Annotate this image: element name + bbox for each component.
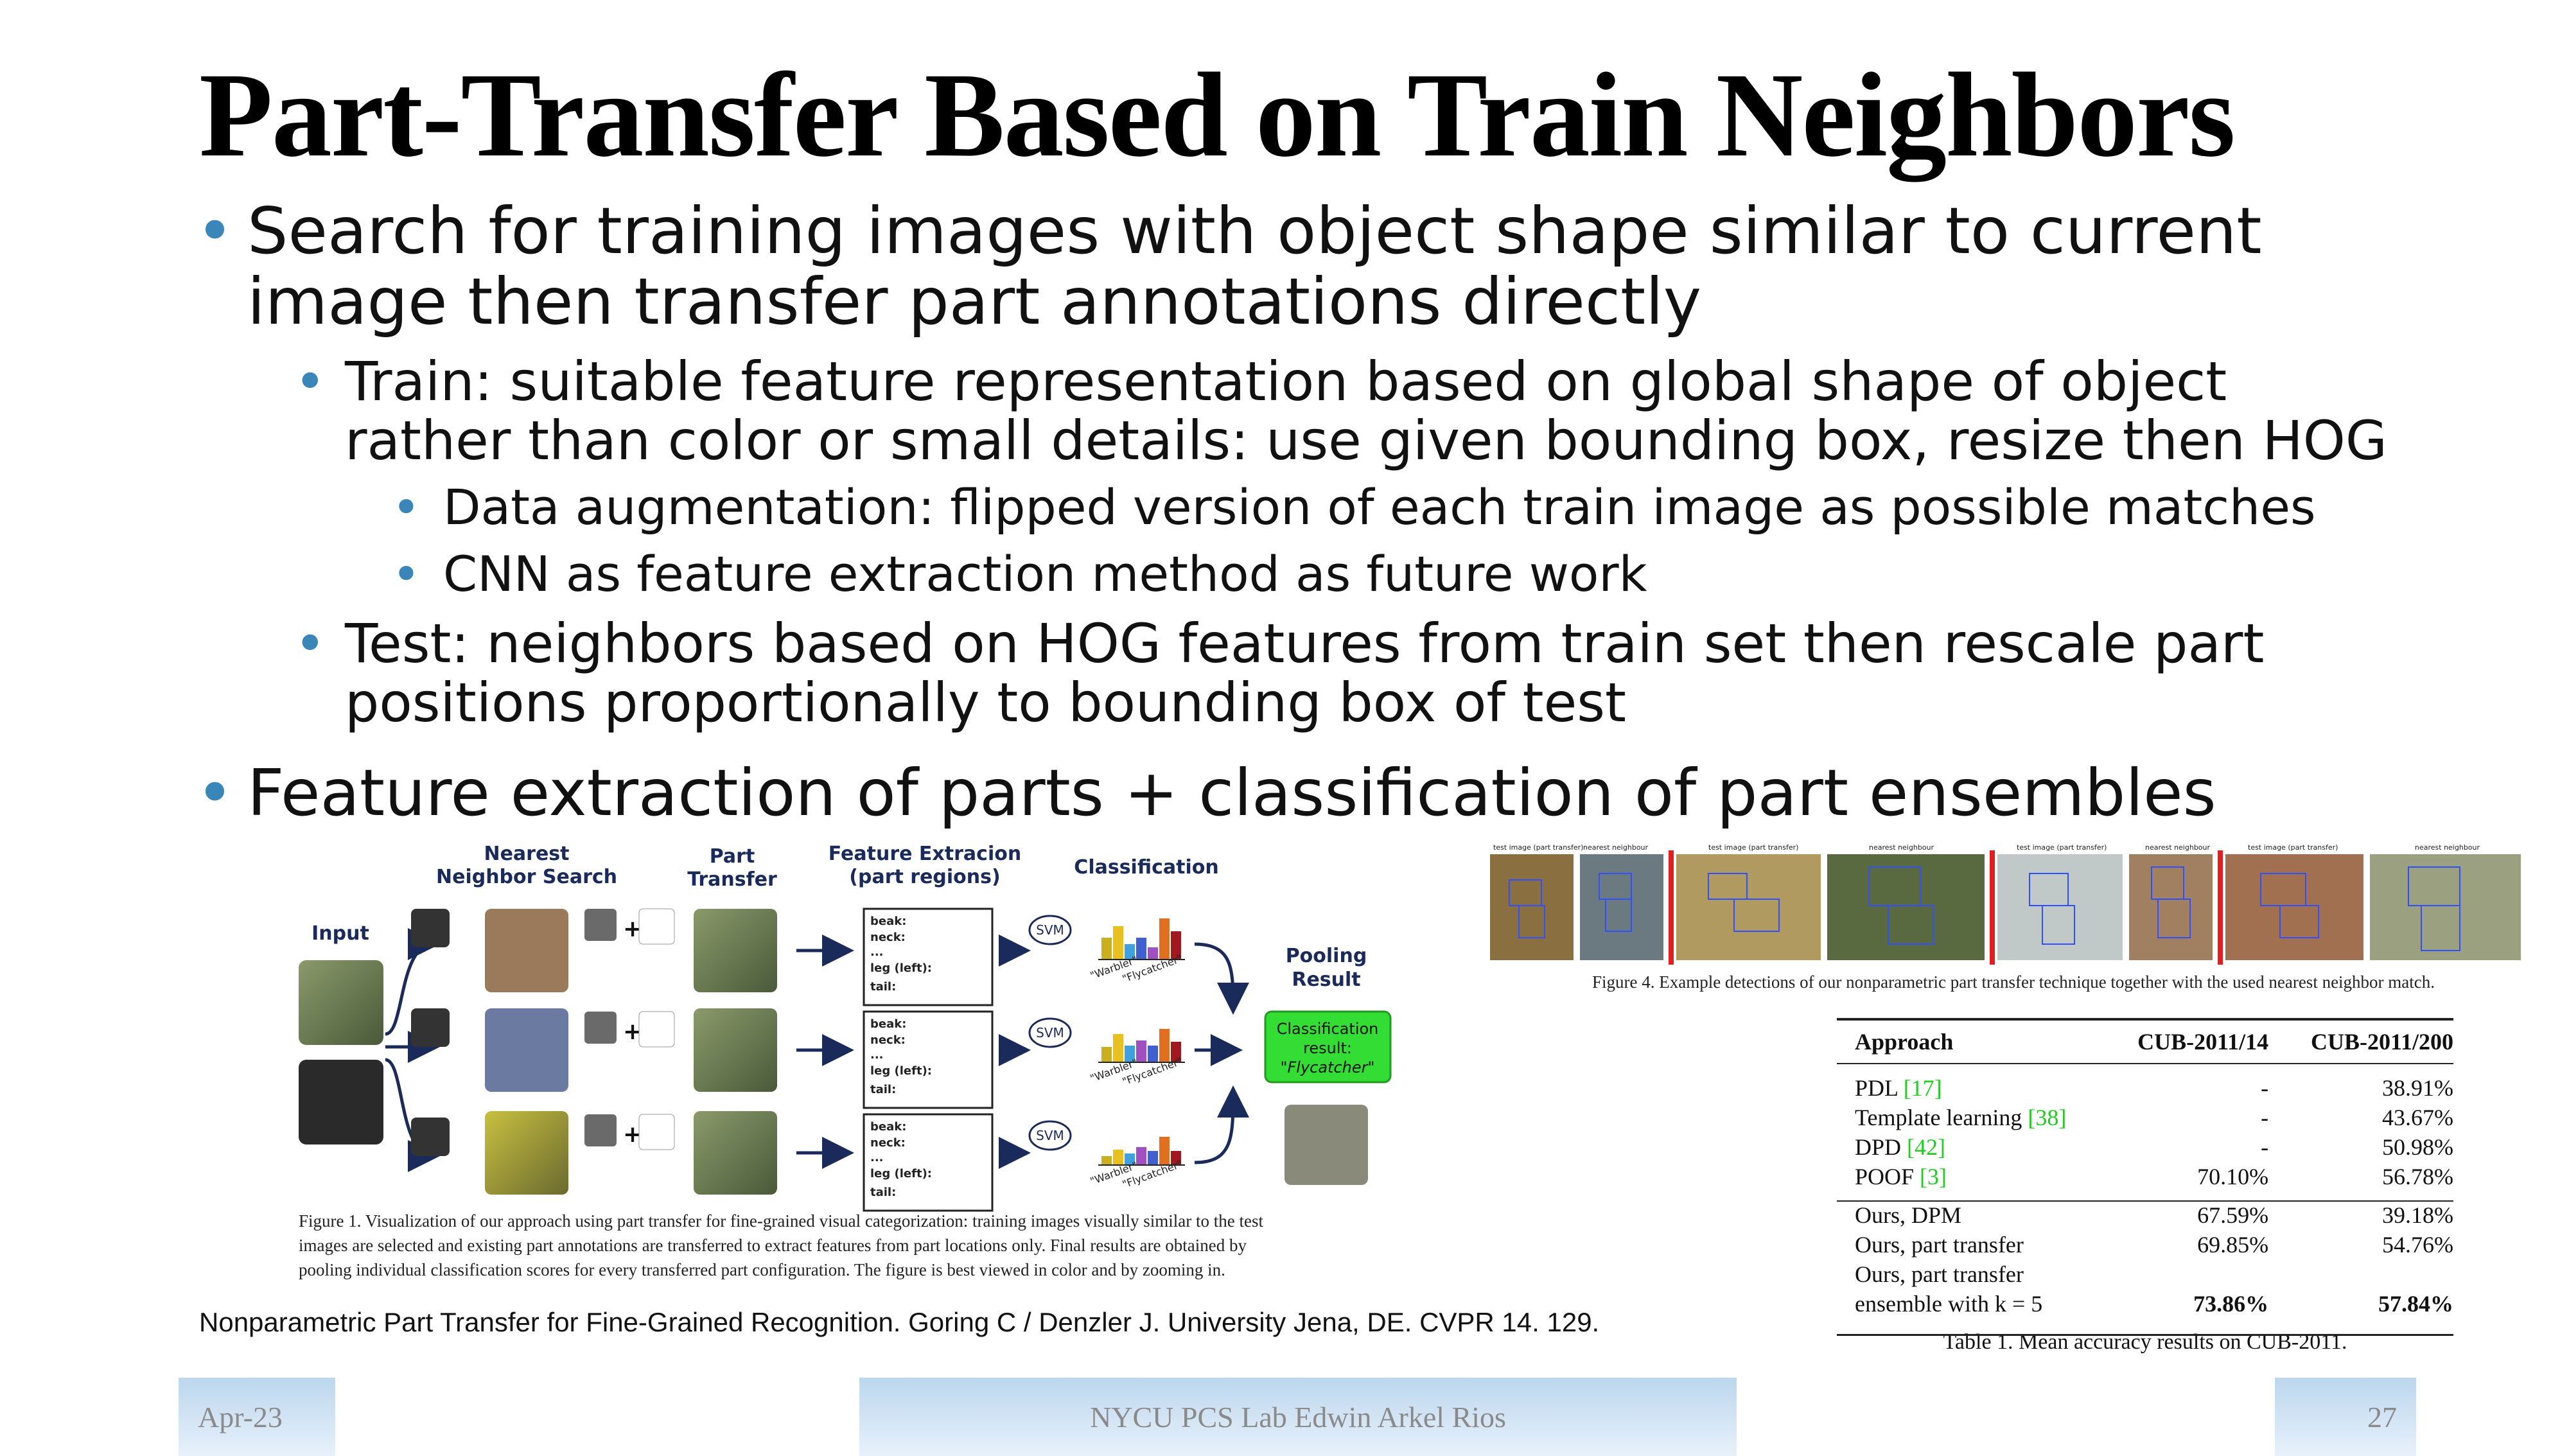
header-input: Input: [311, 922, 369, 945]
table-header: Approach CUB-2011/14 CUB-2011/200: [1855, 1029, 2453, 1055]
pipeline-row-2: + SVM: [411, 1008, 1185, 1109]
bullet-2-line-2: rather than color or small details: use …: [345, 409, 2387, 472]
pipeline-row-3: + SVM: [411, 1111, 1185, 1212]
bullet-1-line-2: image then transfer part annotations dir…: [247, 264, 1702, 339]
svg-text:nearest neighbour: nearest neighbour: [1583, 843, 1649, 852]
table-row: PDL [17]-38.91%: [1855, 1075, 2453, 1101]
result-bird-image: [1284, 1105, 1368, 1185]
svg-text:test image (part transfer): test image (part transfer): [2017, 843, 2107, 852]
classification-result-box: [1264, 1010, 1392, 1083]
figure-1-caption-1: Figure 1. Visualization of our approach …: [299, 1211, 1263, 1231]
svg-text:neck:: neck:: [870, 1136, 906, 1150]
svg-text:nearest neighbour: nearest neighbour: [1869, 843, 1934, 852]
figure-1-pipeline: Nearest Neighbor Search Part Transfer Fe…: [299, 843, 1392, 1279]
svg-text:...: ...: [870, 945, 884, 959]
svg-text:beak:: beak:: [870, 915, 906, 928]
svg-text:beak:: beak:: [870, 1120, 906, 1134]
svg-text:SVM: SVM: [1036, 1128, 1064, 1143]
bullet-marker: •: [196, 755, 234, 830]
svg-text:leg (left):: leg (left):: [870, 961, 932, 975]
svg-text:...: ...: [870, 1048, 884, 1062]
figure-4-caption: Figure 4. Example detections of our nonp…: [1592, 972, 2435, 992]
header-feature-2: (part regions): [849, 866, 1000, 888]
table-row: Template learning [38]-43.67%: [1855, 1105, 2453, 1130]
bullet-5-line-1: Test: neighbors based on HOG features fr…: [345, 612, 2265, 675]
bullet-5-line-2: positions proportionally to bounding box…: [345, 671, 1626, 734]
table-row: POOF [3]70.10%56.78%: [1855, 1164, 2453, 1189]
svg-text:Classification: Classification: [1277, 1020, 1379, 1038]
bullet-1-line-1: Search for training images with object s…: [247, 193, 2262, 268]
bullet-3: Data augmentation: flipped version of ea…: [443, 478, 2316, 536]
slide-title: Part-Transfer Based on Train Neighbors: [199, 48, 2236, 182]
citation: Nonparametric Part Transfer for Fine-Gra…: [199, 1307, 1600, 1337]
svg-text:tail:: tail:: [870, 1083, 896, 1096]
svg-text:"Flycatcher": "Flycatcher": [1280, 1058, 1374, 1076]
header-pooling-2: Result: [1292, 969, 1360, 991]
svg-text:beak:: beak:: [870, 1017, 906, 1031]
svg-text:SVM: SVM: [1036, 922, 1064, 938]
svg-text:test image (part transfer): test image (part transfer): [1493, 843, 1583, 852]
pipeline-row-1: + SVM: [411, 908, 1185, 1006]
bullet-marker: •: [392, 545, 421, 602]
svg-text:tail:: tail:: [870, 1186, 896, 1199]
svg-text:leg (left):: leg (left):: [870, 1064, 932, 1078]
bullet-6: Feature extraction of parts + classifica…: [247, 755, 2216, 830]
input-bird-image: [299, 960, 383, 1045]
header-nearest-1: Nearest: [484, 843, 569, 865]
svg-text:nearest neighbour: nearest neighbour: [2145, 843, 2211, 852]
footer-center: NYCU PCS Lab Edwin Arkel Rios: [859, 1378, 1737, 1456]
svg-text:nearest neighbour: nearest neighbour: [2415, 843, 2480, 852]
header-pooling-1: Pooling: [1286, 945, 1367, 967]
figure-1-caption-3: pooling individual classification scores…: [299, 1260, 1225, 1279]
header-classification: Classification: [1074, 856, 1218, 879]
input-hog-image: [299, 1060, 383, 1145]
header-part-2: Transfer: [687, 868, 777, 891]
footer-date: Apr-23: [179, 1378, 335, 1456]
table-row: DPD [42]-50.98%: [1855, 1134, 2453, 1160]
header-feature-1: Feature Extracion: [829, 843, 1021, 865]
svg-text:test image (part transfer): test image (part transfer): [1708, 843, 1798, 852]
bullet-marker: •: [294, 612, 326, 675]
header-nearest-2: Neighbor Search: [436, 866, 617, 888]
footer-page-number: 27: [2275, 1378, 2416, 1456]
bullet-marker: •: [196, 193, 234, 268]
header-part-1: Part: [710, 845, 755, 868]
svg-text:SVM: SVM: [1036, 1025, 1064, 1040]
svg-text:...: ...: [870, 1151, 884, 1164]
svg-text:result:: result:: [1303, 1039, 1352, 1057]
svg-text:neck:: neck:: [870, 1033, 906, 1047]
thumbnail-strip: [1490, 850, 2521, 965]
figure-4-examples: test image (part transfer) nearest neigh…: [1490, 843, 2521, 992]
results-table: Approach CUB-2011/14 CUB-2011/200 PDL [1…: [1837, 1018, 2453, 1355]
svg-text:neck:: neck:: [870, 931, 906, 944]
table-row: Ours, part transfer: [1855, 1261, 2024, 1287]
bullet-marker: •: [392, 478, 421, 536]
svg-text:leg (left):: leg (left):: [870, 1167, 932, 1180]
bullet-4: CNN as feature extraction method as futu…: [443, 545, 1647, 602]
figure-1-caption-2: images are selected and existing part an…: [299, 1236, 1247, 1255]
bullet-2-line-1: Train: suitable feature representation b…: [345, 350, 2227, 413]
svg-text:test image (part transfer): test image (part transfer): [2248, 843, 2338, 852]
bullet-marker: •: [294, 350, 326, 413]
svg-text:tail:: tail:: [870, 980, 896, 994]
